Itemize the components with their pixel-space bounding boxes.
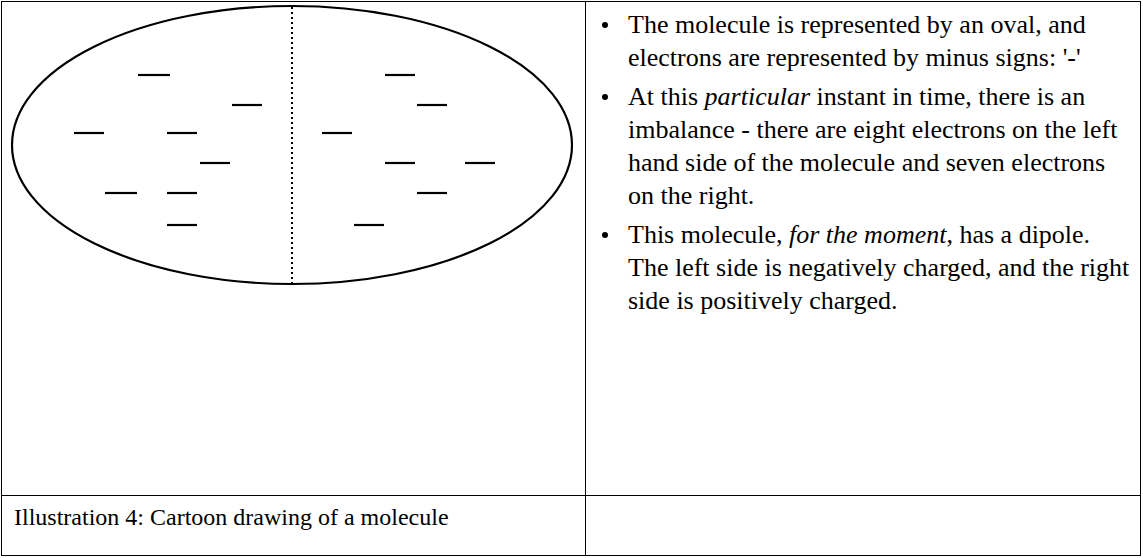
- bullet-item: This molecule, for the moment, has a dip…: [598, 218, 1130, 317]
- bullet-dot: [602, 94, 608, 100]
- figure-caption: Illustration 4: Cartoon drawing of a mol…: [14, 503, 454, 531]
- bullet-dot: [602, 22, 608, 28]
- electron: [105, 192, 137, 194]
- electron-group: [74, 75, 495, 225]
- electron: [167, 192, 197, 194]
- table-column-line: [585, 2, 586, 556]
- electron: [417, 192, 447, 194]
- electron: [167, 132, 197, 134]
- bullet-list: The molecule is represented by an oval, …: [598, 8, 1130, 317]
- table-row-line: [2, 495, 1142, 496]
- bullet-item: At this particular instant in time, ther…: [598, 80, 1130, 212]
- molecule-oval: [12, 6, 572, 284]
- electron: [465, 162, 495, 164]
- dividing-line: [291, 7, 293, 284]
- electron: [200, 162, 230, 164]
- electron: [385, 74, 415, 76]
- electron: [138, 74, 170, 76]
- bullet-text: This molecule, for the moment, has a dip…: [628, 218, 1130, 317]
- electron: [167, 224, 197, 226]
- electron: [74, 132, 104, 134]
- electron: [232, 104, 262, 106]
- electron: [354, 224, 384, 226]
- bullet-text: The molecule is represented by an oval, …: [628, 8, 1130, 74]
- bullet-dot: [602, 232, 608, 238]
- electron: [385, 162, 415, 164]
- electron: [322, 132, 352, 134]
- bullet-text: At this particular instant in time, ther…: [628, 80, 1130, 212]
- bullet-item: The molecule is represented by an oval, …: [598, 8, 1130, 74]
- electron: [417, 104, 447, 106]
